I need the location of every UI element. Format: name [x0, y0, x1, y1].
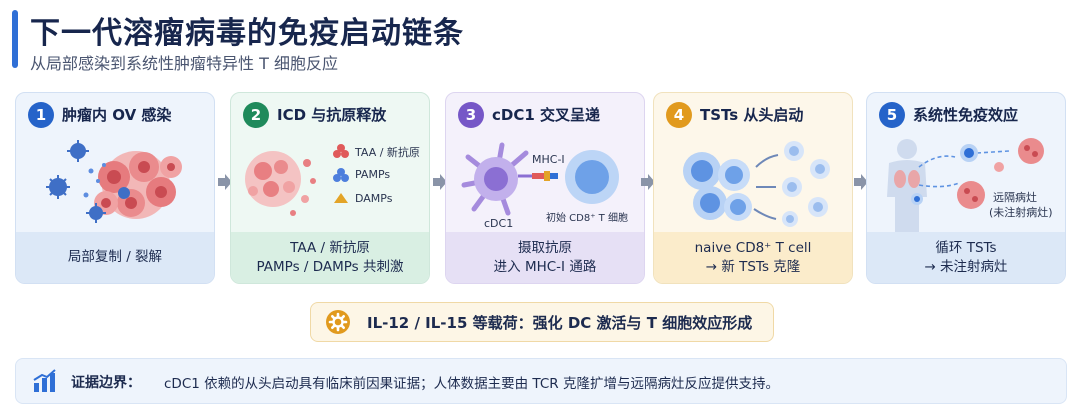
dendritic-cell-icon	[461, 142, 529, 216]
step-footer: 循环 TSTs → 未注射病灶	[867, 232, 1065, 283]
step-footer: 局部复制 / 裂解	[16, 232, 214, 283]
footer-line: 摄取抗原	[518, 239, 572, 256]
legend-taa-label: TAA / 新抗原	[355, 146, 420, 159]
bar-chart-icon	[33, 369, 56, 392]
step-number-badge: 4	[666, 102, 692, 128]
evidence-label: 证据边界：	[71, 375, 141, 391]
lung-icon	[894, 170, 920, 188]
footer-line: → 未注射病灶	[924, 258, 1008, 275]
payload-text: IL-12 / IL-15 等载荷：强化 DC 激活与 T 细胞效应形成	[367, 314, 753, 332]
step-card-2: 2 ICD 与抗原释放 TAA / 新抗原 PAMPs DAMPs TAA / …	[230, 92, 430, 284]
footer-line: TAA / 新抗原	[290, 239, 370, 256]
gear-icon	[326, 310, 350, 334]
evidence-note: 证据边界： cDC1 依赖的从头启动具有临床前因果证据；人体数据主要由 TCR …	[15, 358, 1067, 404]
tumor-infection-illustration	[16, 137, 214, 232]
step-footer: TAA / 新抗原 PAMPs / DAMPs 共刺激	[231, 232, 429, 283]
taa-icon	[333, 144, 349, 158]
step-title: 系统性免疫效应	[913, 106, 1019, 124]
step-number-badge: 3	[458, 102, 484, 128]
footer-line: 局部复制 / 裂解	[67, 249, 163, 265]
step-title: cDC1 交叉呈递	[492, 106, 601, 124]
cdc1-label: cDC1	[484, 217, 514, 230]
footer-line: 进入 MHC-I 通路	[493, 258, 597, 275]
step-header: 1 肿瘤内 OV 感染	[16, 93, 214, 137]
damps-icon	[334, 193, 348, 203]
arrow-right-icon	[218, 174, 232, 190]
footer-line: naive CD8⁺ T cell	[694, 239, 812, 256]
legend-pamps-label: PAMPs	[355, 168, 391, 181]
mhc-i-label: MHC-I	[532, 153, 565, 166]
footer-line: → 新 TSTs 克隆	[705, 258, 801, 275]
step-number-badge: 1	[28, 102, 54, 128]
step-title: ICD 与抗原释放	[277, 106, 387, 124]
step-footer: naive CD8⁺ T cell → 新 TSTs 克隆	[654, 232, 852, 283]
arrow-right-icon	[433, 174, 447, 190]
step-title: TSTs 从头启动	[700, 106, 804, 124]
pamps-icon	[333, 168, 349, 182]
naive-t-cell-label: 初始 CD8⁺ T 细胞	[546, 213, 628, 224]
footer-line: 循环 TSTs	[935, 239, 997, 256]
tumor-cluster-icon	[94, 151, 182, 219]
dying-tumor-cell-icon	[245, 151, 316, 216]
footer-line: PAMPs / DAMPs 共刺激	[256, 258, 404, 275]
antigen-release-illustration: TAA / 新抗原 PAMPs DAMPs	[231, 137, 429, 232]
step-card-3: 3 cDC1 交叉呈递 MHC-I cDC1	[445, 92, 645, 284]
arrow-right-icon	[854, 174, 868, 190]
legend-damps-label: DAMPs	[355, 192, 393, 205]
distant-lesion-sublabel: (未注射病灶)	[989, 206, 1053, 219]
t-cell-clone-icon	[683, 152, 752, 221]
circulating-t-cell-icon	[911, 144, 978, 205]
t-cell-expansion-illustration	[654, 137, 852, 232]
distant-lesion-label: 远隔病灶	[993, 191, 1037, 204]
step-card-1: 1 肿瘤内 OV 感染 局	[15, 92, 215, 284]
evidence-text: cDC1 依赖的从头启动具有临床前因果证据；人体数据主要由 TCR 克隆扩增与远…	[164, 376, 779, 392]
mhc-tcr-synapse-icon	[518, 171, 558, 181]
step-title: 肿瘤内 OV 感染	[62, 106, 172, 124]
page-title: 下一代溶瘤病毒的免疫启动链条	[30, 16, 464, 51]
payload-callout: IL-12 / IL-15 等载荷：强化 DC 激活与 T 细胞效应形成	[310, 302, 774, 342]
naive-cd8-t-cell-icon	[565, 150, 619, 204]
distant-lesion-icon	[957, 138, 1044, 209]
title-accent-bar	[12, 10, 18, 68]
step-card-5: 5 系统性免疫效应 远隔病灶 (未注射病灶) 循环 T	[866, 92, 1066, 284]
systemic-response-illustration: 远隔病灶 (未注射病灶)	[867, 137, 1065, 232]
step-footer: 摄取抗原 进入 MHC-I 通路	[446, 232, 644, 283]
step-number-badge: 5	[879, 102, 905, 128]
arrow-right-icon	[641, 174, 655, 190]
step-card-4: 4 TSTs 从头启动 naive CD8⁺ T cell → 新 TSTs 克…	[653, 92, 853, 284]
page-subtitle: 从局部感染到系统性肿瘤特异性 T 细胞反应	[30, 54, 338, 73]
step-number-badge: 2	[243, 102, 269, 128]
cross-presentation-illustration: MHC-I cDC1 初始 CD8⁺ T 细胞	[446, 137, 644, 232]
